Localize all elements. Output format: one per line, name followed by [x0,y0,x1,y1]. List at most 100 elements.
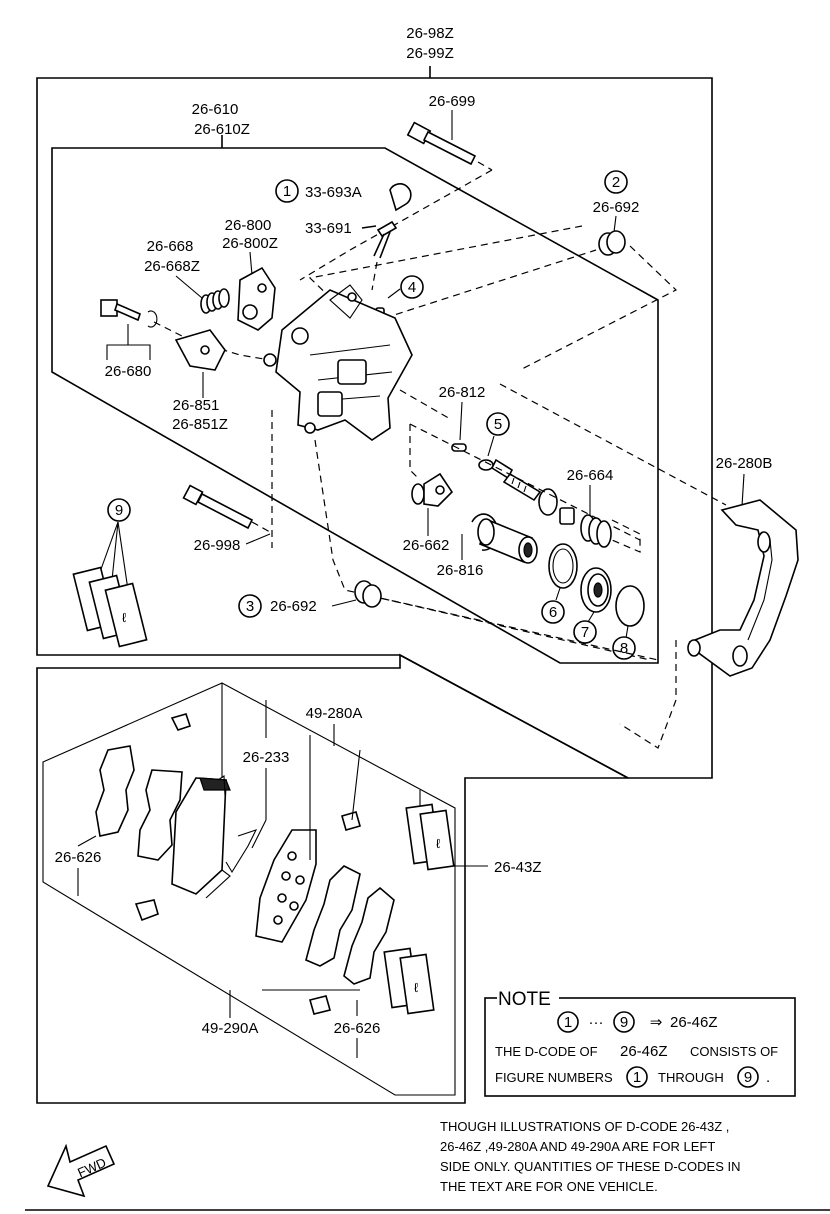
note-ellipsis: ··· [589,1014,604,1031]
note-code: 26-46Z [670,1014,718,1031]
brake-pad-top [171,777,231,899]
label-26-812: 26-812 [439,384,486,401]
circle-8-num: 8 [620,640,628,657]
svg-text:ℓ: ℓ [414,980,419,995]
label-26-800: 26-800 [225,217,272,234]
disclaimer-line-3: SIDE ONLY. QUANTITIES OF THESE D-CODES I… [440,1159,741,1174]
pad-clip-bottom [309,995,331,1015]
label-49-280a: 49-280A [306,705,363,722]
note-range-to: 9 [620,1014,628,1031]
label-26-692-top: 26-692 [593,199,640,216]
label-26-662: 26-662 [403,537,450,554]
circle-9 [107,498,131,522]
boot-7 [580,567,612,613]
note-line2-a: THE D-CODE OF [495,1044,598,1059]
bolt-26-680 [100,299,158,328]
label-26-626-left: 26-626 [55,849,102,866]
label-26-664: 26-664 [567,467,614,484]
label-26-610: 26-610 [192,101,239,118]
note-line3-to: 9 [744,1069,752,1086]
adjuster-nut [559,507,575,525]
piston [477,518,538,564]
note-line3-end: . [766,1069,770,1086]
circle-3-num: 3 [246,598,254,615]
bracket-26-851 [174,329,226,371]
note-box [484,997,796,1097]
disclaimer-line-2: 26-46Z ,49-280A AND 49-290A ARE FOR LEFT [440,1139,715,1154]
label-26-998: 26-998 [194,537,241,554]
bleeder-screw [361,220,398,259]
circle-6 [541,600,565,624]
bracket-26-280b [687,499,799,677]
stopper-26-662 [411,472,454,507]
caliper-frame [51,147,659,664]
shim-26-626-d [343,886,395,985]
note-line3-mid: THROUGH [658,1070,724,1085]
note-line3-from: 1 [633,1069,641,1086]
shim-26-626-c [305,865,361,967]
bleeder-cap [389,183,412,212]
circle-7-num: 7 [581,624,589,641]
label-33-693a: 33-693A [305,184,362,201]
circle-5-num: 5 [494,416,502,433]
label-26-668: 26-668 [147,238,194,255]
label-26-699: 26-699 [429,93,476,110]
label-49-290a: 49-290A [202,1020,259,1037]
label-26-43z: 26-43Z [494,859,542,876]
bolt-26-699 [406,121,493,171]
circle-4 [400,275,424,299]
label-26-280b: 26-280B [716,455,773,472]
lever-26-800 [237,266,276,331]
note-line2-b: CONSISTS OF [690,1044,778,1059]
note-line2-code: 26-46Z [620,1043,668,1060]
adjuster-spindle [490,458,542,502]
note-arrow: ⇒ [650,1014,663,1031]
circle-9-num: 9 [115,502,123,519]
svg-text:ℓ: ℓ [122,610,127,625]
pad-clip-left [134,899,159,922]
shim-26-626-b [137,769,183,861]
shim-26-626-a [95,745,135,837]
label-26-816: 26-816 [437,562,484,579]
pad-kit-frame [36,653,629,1104]
shim-set-right-top: ℓ [405,803,455,871]
svg-text:ℓ: ℓ [436,836,441,851]
label-26-610z: 26-610Z [194,121,250,138]
circle-1 [275,179,299,203]
label-26-668z: 26-668Z [144,258,200,275]
ring-8 [615,585,645,627]
note-range-from: 1 [564,1014,572,1031]
disclaimer-line-1: THOUGH ILLUSTRATIONS OF D-CODE 26-43Z , [440,1119,729,1134]
bolt-26-998 [182,484,271,533]
label-33-691: 33-691 [305,220,352,237]
shim-set-9: ℓ [72,566,148,648]
circle-4-num: 4 [408,279,416,296]
label-26-99z: 26-99Z [406,45,454,62]
caliper-body [263,284,413,441]
clip-26-233 [225,829,258,874]
circle-2-num: 2 [612,174,620,191]
label-26-626-bottom: 26-626 [334,1020,381,1037]
boot-26-692-top [598,230,626,256]
circle-6-num: 6 [549,604,557,621]
note-title: NOTE [498,989,551,1010]
disclaimer-line-4: THE TEXT ARE FOR ONE VEHICLE. [440,1179,658,1194]
label-26-851z: 26-851Z [172,416,228,433]
pad-clip-right [341,811,361,831]
label-26-851: 26-851 [173,397,220,414]
circle-5 [486,412,510,436]
note-line3-a: FIGURE NUMBERS [495,1070,613,1085]
circle-2 [604,170,628,194]
fwd-arrow-icon: FWD [46,1143,116,1198]
boot-26-692-bottom [354,580,382,608]
circle-7 [573,620,597,644]
pad-clip-top [170,713,192,731]
label-26-680: 26-680 [105,363,152,380]
spring-26-664 [580,514,612,548]
seal-6 [548,543,578,589]
shim-set-right-bottom: ℓ [383,947,435,1015]
label-26-692-bottom: 26-692 [270,598,317,615]
circle-3 [238,594,262,618]
label-26-98z: 26-98Z [406,25,454,42]
